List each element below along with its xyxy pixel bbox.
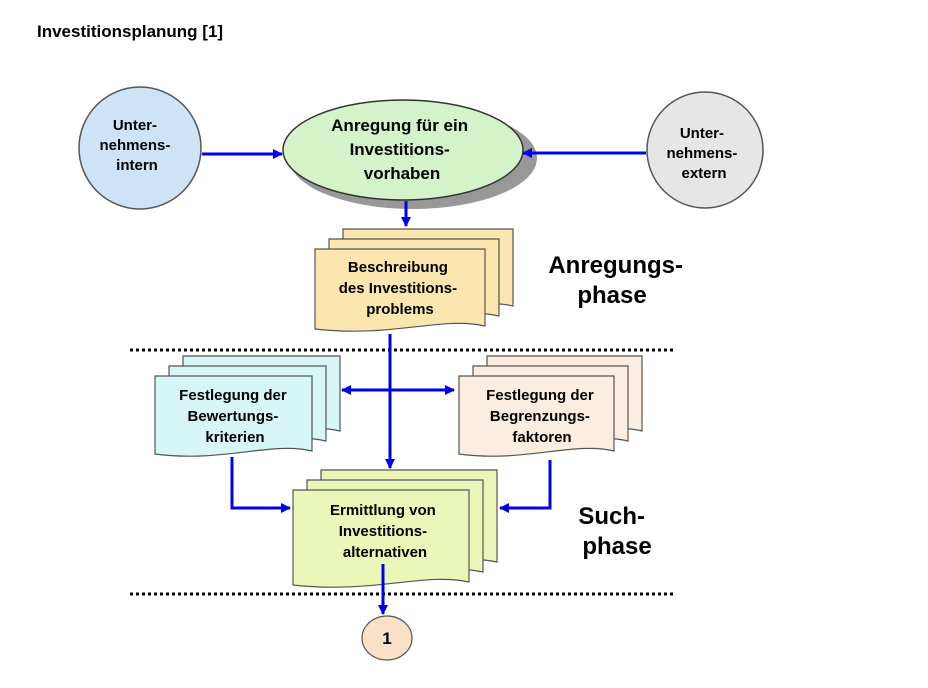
- node-beschreibung-line-2: des Investitions-: [339, 280, 457, 297]
- svg-text:Unter- nehmens- ex: Unter- nehmens- extern: [666, 125, 741, 182]
- node-bewertung-line-3: kriterien: [205, 429, 264, 446]
- svg-text:Beschreibung des Investi: Beschreibung des Investitions- problems: [339, 259, 462, 318]
- node-begrenzung: Festlegung der Begrenzungs- faktoren: [458, 355, 643, 457]
- node-anregung-line-3: vorhaben: [364, 164, 441, 183]
- svg-text:Anregung für ein Investi: Anregung für ein Investitions- vorhaben: [331, 116, 473, 183]
- node-anregung-line-1: Anregung für ein: [331, 116, 468, 135]
- node-anregung-line-2: Investitions-: [350, 140, 450, 159]
- svg-text:Festlegung der Begrenzun: Festlegung der Begrenzungs- faktoren: [486, 387, 598, 446]
- node-extern-line-2: nehmens-: [666, 145, 737, 162]
- node-begrenzung-line-1: Festlegung der: [486, 387, 594, 404]
- node-anregung: Anregung für ein Investitions- vorhaben: [282, 99, 537, 209]
- arrow-bewertung-ermittlung: [230, 457, 291, 513]
- node-ermittlung-line-1: Ermittlung von: [330, 502, 436, 519]
- node-begrenzung-line-3: faktoren: [512, 429, 571, 446]
- svg-text:Ermittlung von Investiti: Ermittlung von Investitions- alternative…: [330, 502, 440, 561]
- node-bewertung-line-2: Bewertungs-: [187, 408, 278, 425]
- node-bewertung-line-1: Festlegung der: [179, 387, 287, 404]
- node-intern: Unter- nehmens- intern: [78, 86, 202, 210]
- node-ermittlung-line-2: Investitions-: [339, 523, 427, 540]
- node-intern-line-3: intern: [116, 157, 158, 174]
- node-beschreibung: Beschreibung des Investitions- problems: [314, 228, 514, 332]
- connector-label: 1: [382, 629, 391, 648]
- node-intern-line-1: Unter-: [113, 117, 157, 134]
- node-extern-line-1: Unter-: [680, 125, 724, 142]
- phase-label-anregung: Anregungs- phase: [548, 252, 689, 309]
- node-ermittlung: Ermittlung von Investitions- alternative…: [292, 469, 498, 588]
- node-extern: Unter- nehmens- extern: [646, 91, 764, 209]
- node-extern-line-3: extern: [681, 165, 726, 182]
- node-begrenzung-line-2: Begrenzungs-: [490, 408, 590, 425]
- phase-label-such: Such- phase: [578, 503, 651, 560]
- page-title: Investitionsplanung [1]: [37, 22, 224, 41]
- node-bewertung: Festlegung der Bewertungs- kriterien: [154, 355, 341, 457]
- node-connector: 1: [361, 615, 413, 661]
- svg-text:Unter- nehmens- in: Unter- nehmens- intern: [99, 117, 174, 174]
- node-intern-line-2: nehmens-: [99, 137, 170, 154]
- node-beschreibung-line-1: Beschreibung: [348, 259, 448, 276]
- node-beschreibung-line-3: problems: [366, 301, 434, 318]
- arrow-begrenzung-ermittlung: [499, 460, 552, 513]
- svg-text:Festlegung der Bewertung: Festlegung der Bewertungs- kriterien: [179, 387, 291, 446]
- node-ermittlung-line-3: alternativen: [343, 544, 427, 561]
